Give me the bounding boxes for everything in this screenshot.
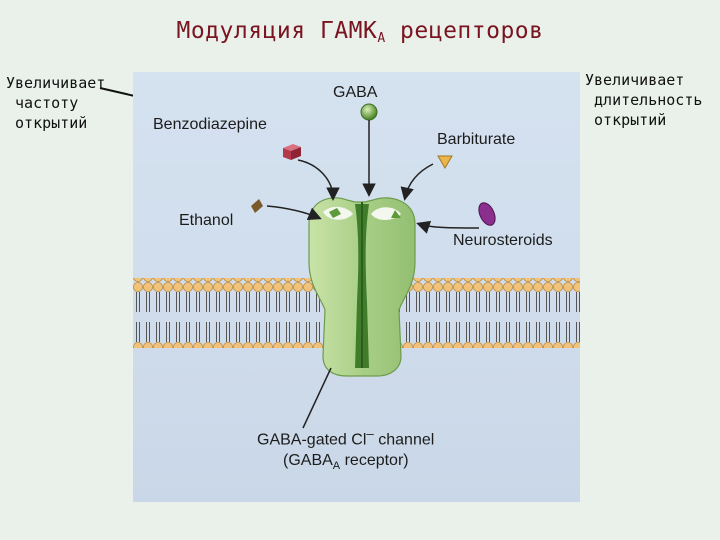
channel-label-line2: (GABAA receptor)	[283, 452, 409, 472]
bound-molecule-right	[391, 210, 401, 218]
note-frequency: Увеличивает частоту открытий	[6, 74, 106, 132]
channel-label-tail: channel	[373, 431, 435, 449]
receptor-label-a: (GABA	[283, 452, 333, 469]
bound-molecule-left	[329, 208, 341, 218]
barbiturate-molecule	[437, 155, 453, 169]
chloride-charge: –	[366, 426, 374, 441]
receptor-figure: GABA Benzodiazepine Barbiturate Ethanol …	[133, 72, 580, 502]
receptor-illustration	[133, 72, 580, 429]
neurosteroids-label: Neurosteroids	[453, 232, 553, 249]
neurosteroids-molecule	[478, 202, 496, 226]
note-duration: Увеличивает длительность открытий	[585, 71, 703, 129]
slide-title-main: Модуляция ГАМК	[176, 18, 378, 44]
gaba-molecule	[360, 103, 378, 121]
label-leader-line	[302, 367, 332, 429]
ethanol-label: Ethanol	[179, 212, 234, 229]
gaba-label: GABA	[333, 84, 378, 101]
slide-title-tail: рецепторов	[385, 18, 544, 44]
receptor-label-sub: A	[332, 460, 341, 473]
channel-label-text: GABA-gated Cl	[257, 431, 367, 449]
receptor-label-b: receptor)	[340, 452, 409, 469]
barbiturate-label: Barbiturate	[437, 131, 516, 148]
benzodiazepine-label: Benzodiazepine	[153, 116, 267, 133]
ethanol-molecule	[251, 199, 263, 213]
slide-title-subscript: A	[377, 31, 386, 46]
slide-title: Модуляция ГАМКA рецепторов	[0, 18, 720, 46]
channel-label-line1: GABA-gated Cl– channel	[257, 426, 434, 449]
benzodiazepine-molecule	[283, 144, 301, 160]
